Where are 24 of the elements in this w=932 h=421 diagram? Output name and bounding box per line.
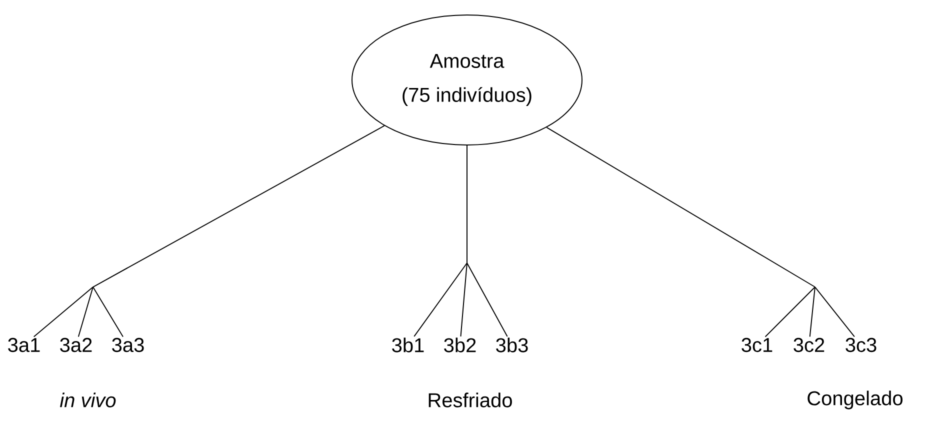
group-label: 3c1 — [742, 338, 772, 352]
branch-line — [460, 262, 468, 337]
trunk-line — [546, 126, 816, 288]
group-caption: in vivo — [60, 392, 116, 408]
branch-line — [466, 262, 508, 337]
branch-line — [78, 286, 94, 338]
group-label: 3c3 — [846, 338, 876, 352]
group-label: 3a1 — [8, 338, 40, 352]
branch-line — [414, 262, 468, 337]
trunk-line — [92, 125, 385, 288]
trunk-line — [466, 145, 468, 264]
branch-line — [809, 286, 816, 338]
branch-line — [33, 286, 94, 338]
group-label: 3a2 — [60, 338, 92, 352]
group-caption: Resfriado — [428, 392, 512, 408]
group-label: 3b3 — [496, 338, 528, 352]
branch-line — [92, 286, 124, 338]
branch-line — [814, 286, 855, 338]
group-label: 3a3 — [112, 338, 144, 352]
branch-line — [764, 286, 816, 338]
group-label: 3b1 — [392, 338, 424, 352]
group-label: 3b2 — [444, 338, 476, 352]
group-label: 3c2 — [794, 338, 824, 352]
group-caption: Congelado — [808, 390, 903, 410]
